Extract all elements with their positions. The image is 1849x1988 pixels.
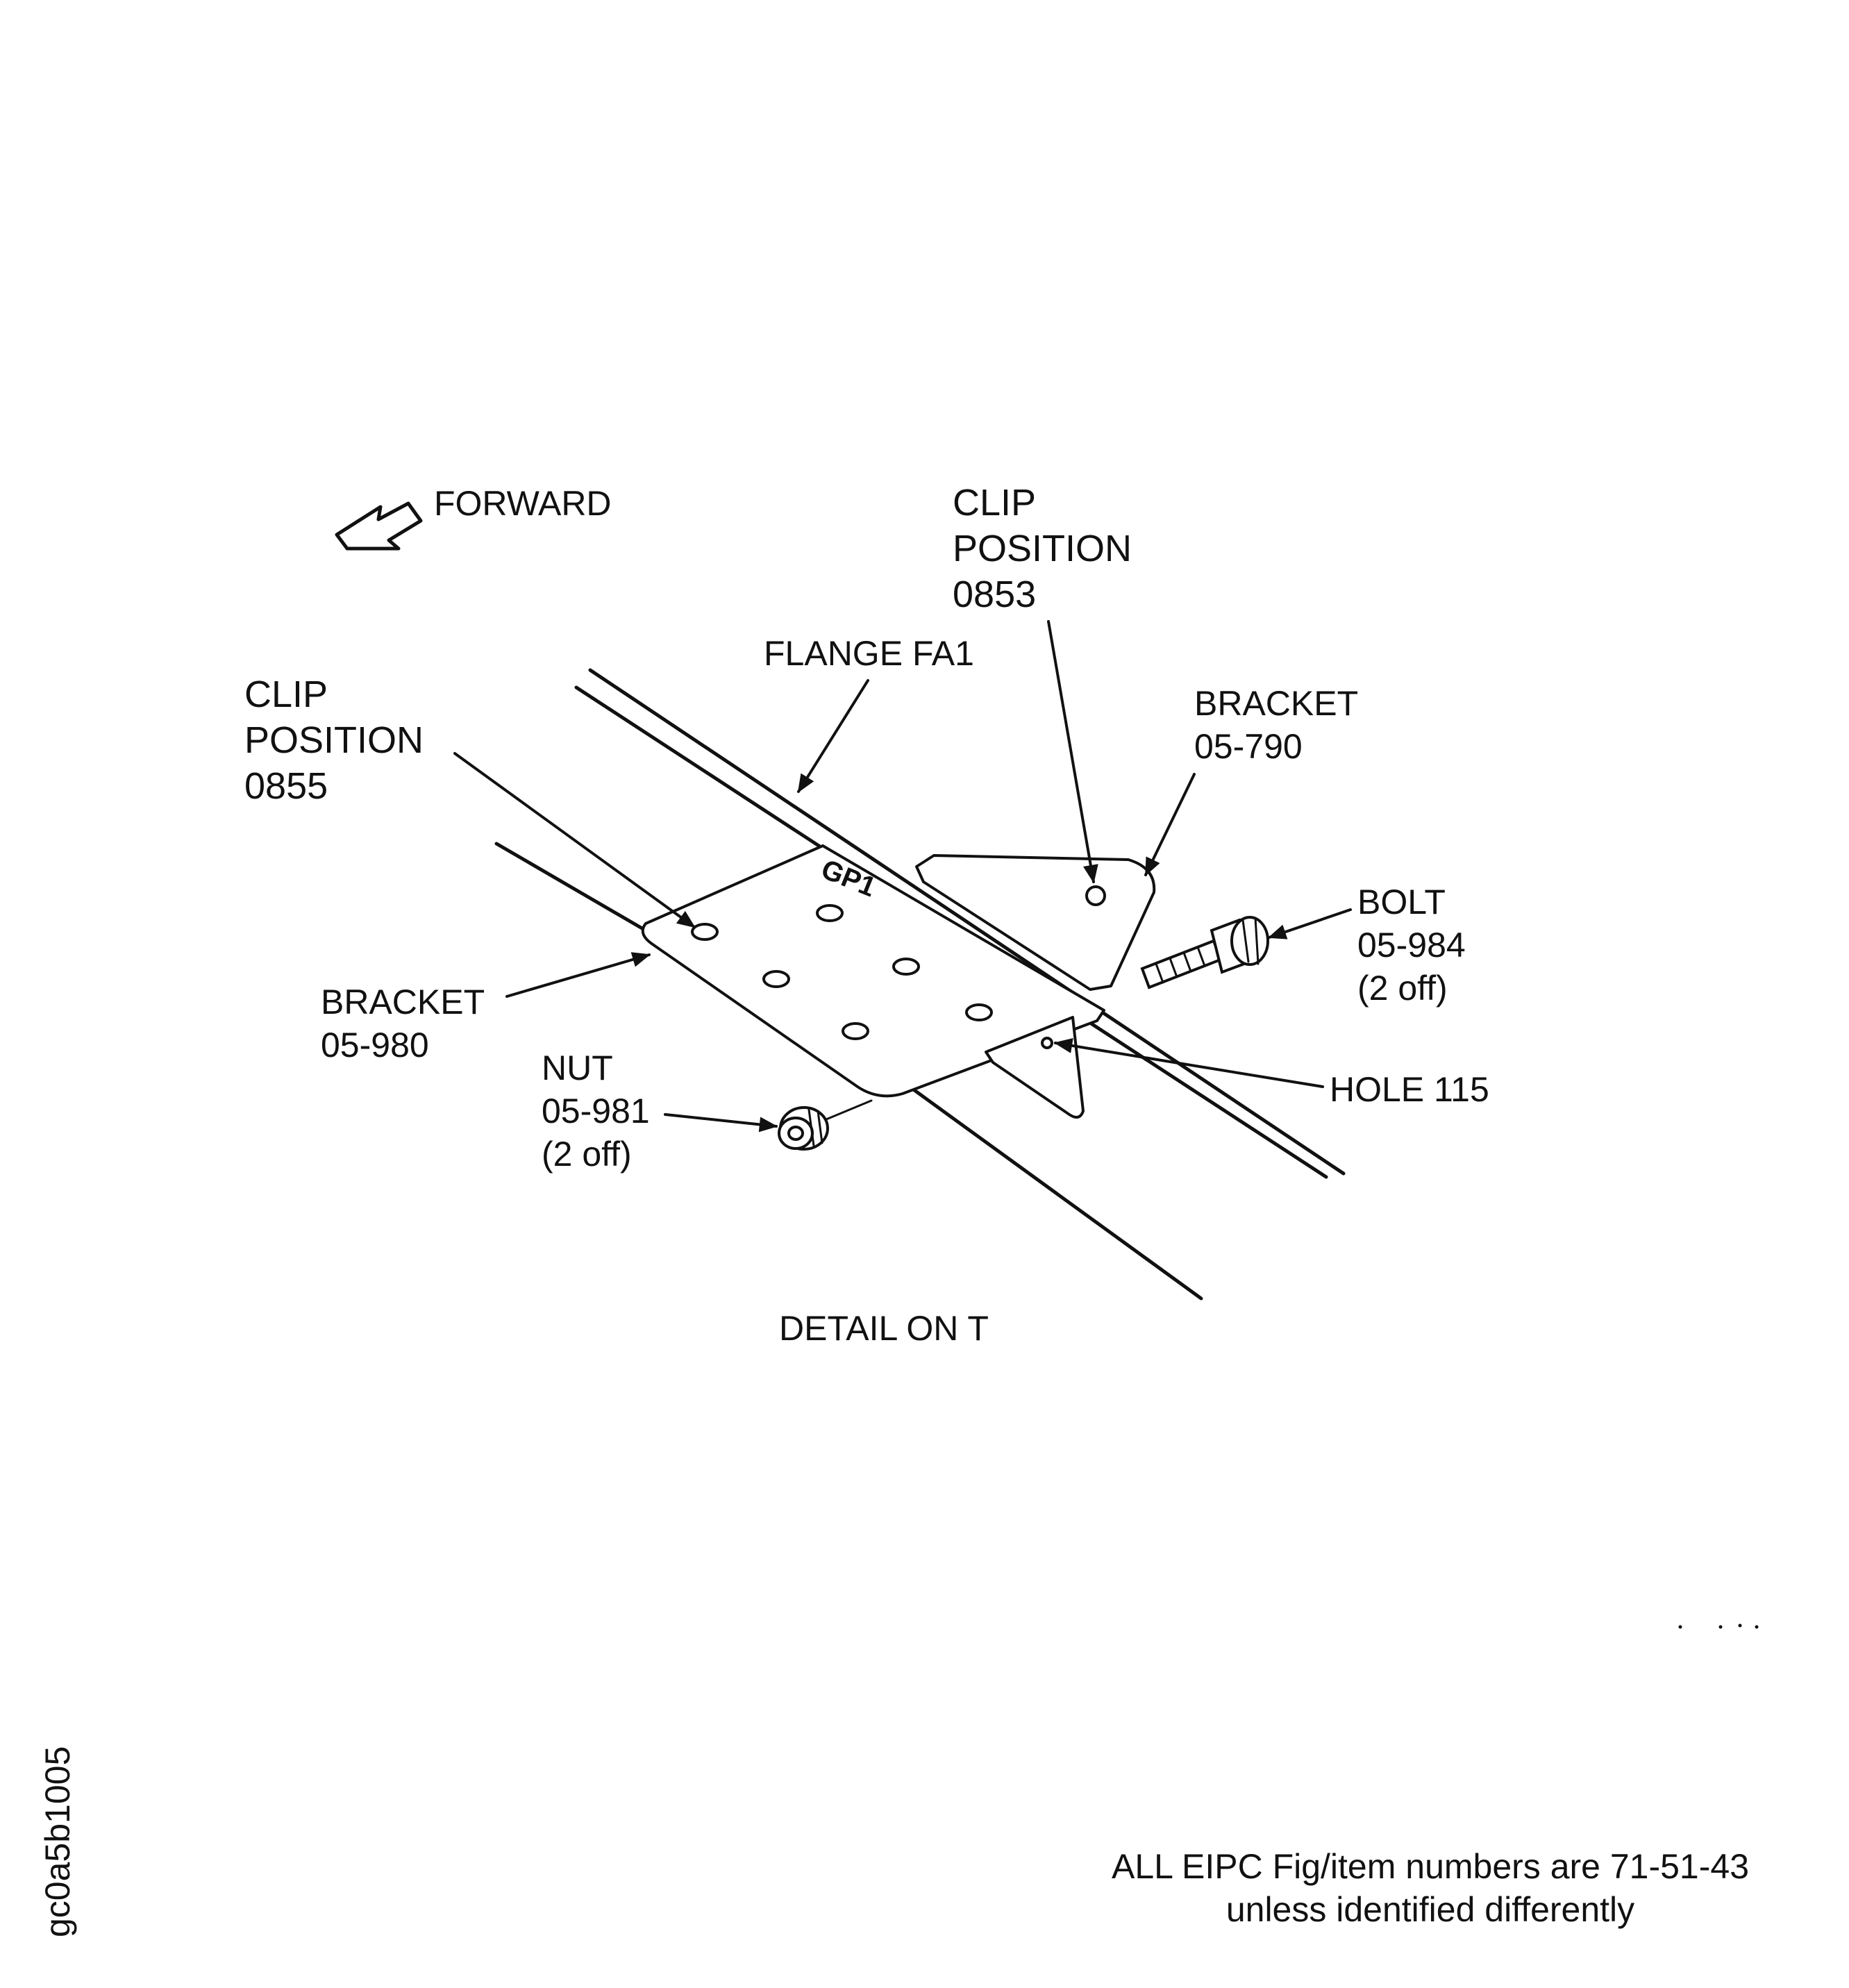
forward-arrow-icon — [335, 501, 423, 551]
bracket-05-790-name: BRACKET — [1194, 684, 1358, 723]
bolt-qty: (2 off) — [1357, 969, 1448, 1008]
scan-specks — [1678, 1623, 1759, 1629]
bolt-number: 05-984 — [1357, 926, 1466, 964]
nut-axis-line — [825, 1099, 873, 1121]
clip-0853-line2: POSITION — [953, 528, 1132, 569]
bracket-hole — [842, 1022, 869, 1040]
bolt-icon — [1140, 916, 1269, 989]
leader-clip-0855 — [453, 752, 696, 928]
bracket-05-980-shape — [641, 844, 1105, 1098]
hole-115-label: HOLE 115 — [1330, 1070, 1489, 1109]
nut-qty: (2 off) — [542, 1135, 632, 1173]
bracket-05-980-number: 05-980 — [321, 1026, 429, 1064]
footer-note-line2: unless identified differently — [1226, 1890, 1634, 1929]
hole-115 — [1041, 1037, 1053, 1049]
bracket-hole — [816, 904, 844, 922]
frame-line-lower — [907, 1085, 1203, 1301]
leader-bolt — [1267, 908, 1352, 939]
clip-0853-line1: CLIP — [953, 482, 1036, 524]
clip-0855-line1: CLIP — [244, 674, 328, 715]
clip-0855-hole — [691, 923, 719, 941]
leader-nut — [664, 1113, 778, 1133]
bracket-hole — [762, 970, 790, 988]
forward-label: FORWARD — [434, 484, 612, 523]
clip-0855-line2: POSITION — [244, 719, 424, 761]
bracket-hole — [892, 958, 920, 976]
flange-label: FLANGE FA1 — [764, 634, 974, 673]
leader-clip-0853 — [1047, 620, 1098, 884]
leader-bracket-05-980 — [505, 952, 651, 998]
leader-bracket-05-790 — [1144, 773, 1196, 876]
clip-0853-hole — [1085, 885, 1106, 906]
leader-flange-fa1 — [797, 679, 869, 793]
detail-caption: DETAIL ON T — [779, 1309, 989, 1348]
figure-id: gc0a5b1005 — [38, 1746, 77, 1937]
nut-name: NUT — [542, 1049, 613, 1087]
flange-line-upper — [588, 668, 1346, 1176]
bracket-hole — [965, 1003, 993, 1021]
footer-note-line1: ALL EIPC Fig/item numbers are 71-51-43 — [1112, 1847, 1749, 1886]
leader-hole-115 — [1053, 1038, 1324, 1088]
frame-line-left — [494, 842, 648, 933]
bolt-name: BOLT — [1357, 883, 1446, 921]
clip-0853-line3: 0853 — [953, 574, 1036, 615]
bracket-05-980-name: BRACKET — [321, 983, 485, 1021]
clip-0855-line3: 0855 — [244, 765, 328, 807]
nut-icon — [778, 1106, 829, 1151]
bracket-05-790-number: 05-790 — [1194, 727, 1303, 766]
nut-number: 05-981 — [542, 1092, 650, 1130]
